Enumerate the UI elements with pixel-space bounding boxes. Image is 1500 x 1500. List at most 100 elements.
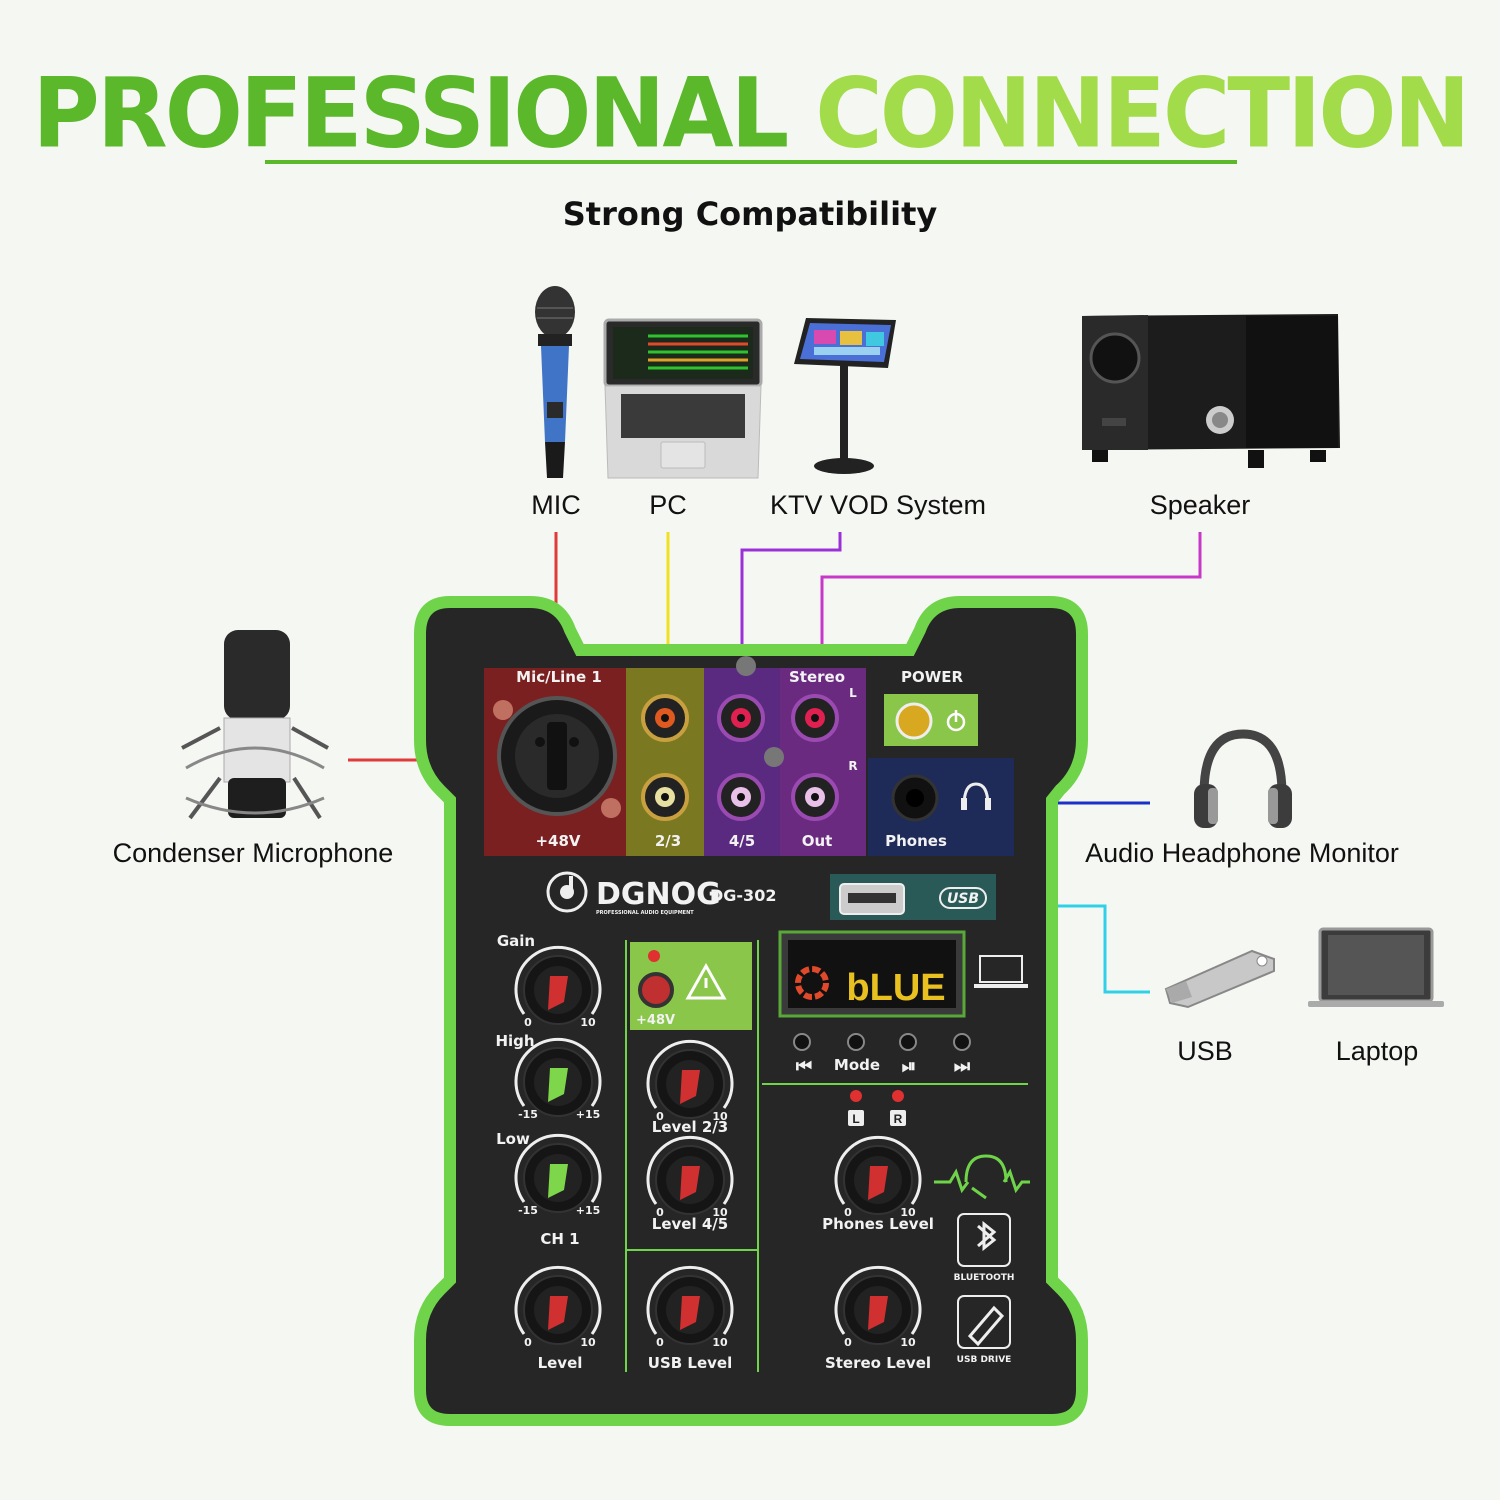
computer-icon	[974, 955, 1028, 988]
label-laptop: Laptop	[1335, 1036, 1419, 1066]
stereo-level-knob-min: 0	[844, 1336, 852, 1349]
gain-knob-min: 0	[524, 1016, 532, 1029]
level-23-knob[interactable]	[646, 1039, 734, 1119]
ch45-label: 4/5	[729, 832, 755, 850]
rca-out-left[interactable]	[791, 694, 839, 742]
label-headphone: Audio Headphone Monitor	[1085, 838, 1399, 868]
low-eq-knob-min: -15	[518, 1204, 538, 1217]
high-eq-knob-max: +15	[576, 1108, 601, 1121]
bluetooth-badge	[957, 1213, 1011, 1267]
warning-icon	[685, 962, 727, 1000]
play-pause-icon: ⏯	[902, 1056, 916, 1077]
phantom-switch-label: +48V	[636, 1013, 675, 1028]
ch1-level-knob-label: Level	[538, 1354, 583, 1372]
speaker-icon	[1082, 314, 1340, 468]
level-45-knob-min: 0	[656, 1206, 664, 1219]
stereo-label: Stereo	[789, 668, 845, 686]
label-pc: PC	[649, 490, 687, 520]
usb-level-knob[interactable]	[646, 1265, 734, 1345]
low-eq-knob-max: +15	[576, 1204, 601, 1217]
ch1-level-knob[interactable]	[514, 1265, 602, 1345]
prev-icon: ⏮	[796, 1056, 812, 1077]
page-title: PROFESSIONAL CONNECTION	[0, 57, 1500, 169]
meter-led-right	[892, 1090, 904, 1102]
level-23-knob-min: 0	[656, 1110, 664, 1123]
usb-level-knob-min: 0	[656, 1336, 664, 1349]
rca-jack-2[interactable]	[641, 694, 689, 742]
stereo-right-label: R	[848, 759, 857, 773]
out-label: Out	[802, 832, 833, 850]
phones-level-knob[interactable]	[834, 1135, 922, 1215]
play-pause-button[interactable]	[899, 1033, 917, 1051]
subtitle: Strong Compatibility	[562, 195, 938, 233]
power-icon	[946, 710, 966, 732]
level-45-knob-max: 10	[712, 1206, 728, 1219]
usb-level-knob-label: USB Level	[648, 1354, 732, 1372]
gain-knob-max: 10	[580, 1016, 596, 1029]
condenser-mic-icon	[181, 630, 329, 820]
prev-button[interactable]	[793, 1033, 811, 1051]
usb-drive-label: USB DRIVE	[957, 1355, 1012, 1365]
level-45-knob[interactable]	[646, 1135, 734, 1215]
next-button[interactable]	[953, 1033, 971, 1051]
laptop-pc-icon	[603, 318, 763, 479]
screw-icon	[601, 798, 621, 818]
screw-icon	[764, 747, 784, 767]
low-eq-knob[interactable]	[514, 1133, 602, 1213]
mode-label: Mode	[834, 1056, 880, 1074]
rca-jack-5[interactable]	[717, 773, 765, 821]
screw-icon	[736, 656, 756, 676]
phones-level-knob-min: 0	[844, 1206, 852, 1219]
usb-drive-symbol-icon	[967, 1305, 1005, 1347]
phantom-switch[interactable]	[638, 972, 674, 1008]
rca-jack-3[interactable]	[641, 773, 689, 821]
level-23-knob-label: Level 2/3	[652, 1118, 728, 1136]
meter-right-label: R	[894, 1112, 903, 1126]
ch1-level-knob-max: 10	[580, 1336, 596, 1349]
display-text: bLUE	[846, 967, 945, 1009]
mode-button[interactable]	[847, 1033, 865, 1051]
phones-label: Phones	[885, 832, 947, 850]
bluetooth-icon	[977, 1220, 997, 1252]
display-ring-icon	[795, 966, 829, 1000]
headset-icon	[934, 1154, 1030, 1200]
handheld-mic-icon	[535, 286, 575, 478]
ktv-connection-line	[740, 532, 842, 668]
high-eq-knob-label: High	[495, 1032, 534, 1050]
phones-level-knob-label: Phones Level	[822, 1215, 934, 1233]
stereo-level-knob[interactable]	[834, 1265, 922, 1345]
high-eq-knob[interactable]	[514, 1037, 602, 1117]
model-number: DG-302	[710, 886, 776, 905]
gain-knob-label: Gain	[497, 932, 535, 950]
label-condenser: Condenser Microphone	[112, 838, 394, 868]
usb-level-knob-max: 10	[712, 1336, 728, 1349]
level-45-knob-label: Level 4/5	[652, 1215, 728, 1233]
usb-badge	[939, 887, 987, 909]
ch1-label: CH 1	[540, 1230, 579, 1248]
title-part-2: CONNECTION	[815, 57, 1470, 170]
laptop-icon	[1308, 927, 1444, 1007]
label-usb: USB	[1177, 1036, 1233, 1066]
power-label: POWER	[901, 668, 964, 686]
stereo-level-knob-label: Stereo Level	[825, 1354, 931, 1372]
title-part-1: PROFESSIONAL	[32, 57, 789, 170]
low-eq-knob-label: Low	[496, 1130, 530, 1148]
usb-drive-badge	[957, 1295, 1011, 1349]
rca-jack-4[interactable]	[717, 694, 765, 742]
power-button[interactable]	[895, 702, 933, 740]
bluetooth-label: BLUETOOTH	[954, 1273, 1015, 1283]
ch1-level-knob-min: 0	[524, 1336, 532, 1349]
phantom-jack-label: +48V	[535, 832, 580, 850]
meter-led-left	[850, 1090, 862, 1102]
usb-badge-label: USB	[947, 891, 979, 907]
phones-jack[interactable]	[891, 774, 939, 822]
xlr-combo-jack[interactable]	[497, 696, 617, 816]
brand-name: DGNOG	[596, 877, 721, 912]
title-underline	[265, 160, 1237, 164]
headphone-symbol-icon	[961, 782, 991, 810]
rca-out-right[interactable]	[791, 773, 839, 821]
stereo-left-label: L	[849, 686, 857, 700]
gain-knob[interactable]	[514, 945, 602, 1025]
stereo-level-knob-max: 10	[900, 1336, 916, 1349]
phantom-led	[648, 950, 660, 962]
